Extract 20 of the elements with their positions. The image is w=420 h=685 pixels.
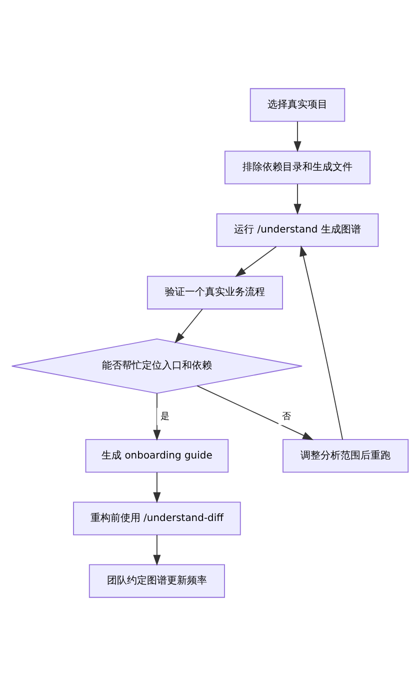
node-box: 运行 /understand 生成图谱 [216, 212, 379, 246]
node-box: 验证一个真实业务流程 [146, 275, 283, 309]
arrow [294, 183, 302, 214]
arrow [300, 244, 343, 440]
edge-label: 否 [282, 412, 292, 422]
edge-label: 是 [160, 412, 170, 422]
arrow [174, 308, 203, 343]
arrow [294, 120, 302, 152]
node-box: 生成 onboarding guide [85, 438, 229, 472]
node-box: 团队约定图谱更新频率 [88, 564, 225, 598]
arrow [153, 472, 161, 503]
node-diamond: 能否帮忙定位入口和依赖 [11, 338, 302, 394]
node-box: 选择真实项目 [250, 88, 346, 122]
arrow [153, 392, 161, 440]
arrow [153, 534, 161, 566]
arrow [196, 384, 314, 440]
arrow [235, 246, 277, 276]
node-box: 重构前使用 /understand-diff [73, 501, 241, 535]
node-box: 调整分析范围后重跑 [282, 438, 409, 472]
node-box: 排除依赖目录和生成文件 [224, 150, 371, 184]
